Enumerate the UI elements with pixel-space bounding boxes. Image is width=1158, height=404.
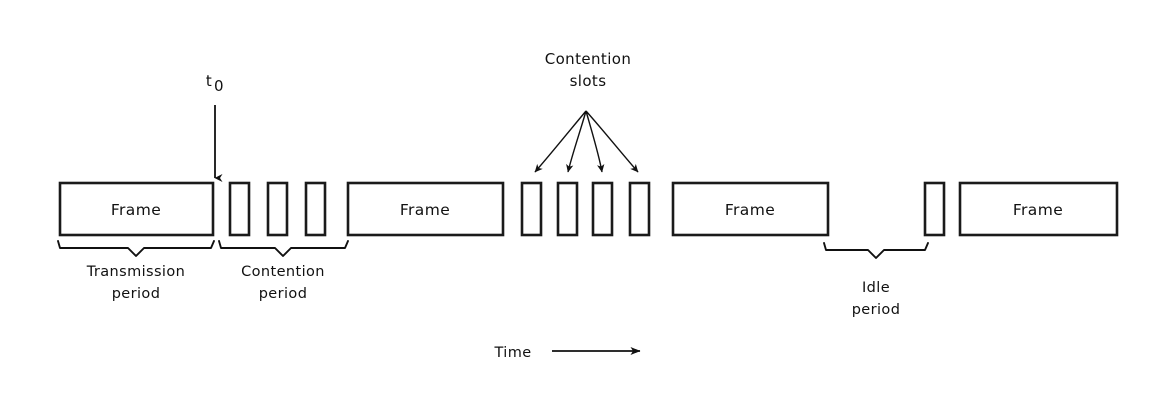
contention-slots-label-line2: slots bbox=[570, 72, 607, 90]
contention-slots-label-line1: Contention bbox=[545, 50, 632, 68]
transmission-period-label-line1: Transmission bbox=[86, 264, 185, 280]
frame-3-box bbox=[671, 181, 830, 237]
idle-period-annotation: Idle period bbox=[823, 242, 929, 318]
idle-period-label-line2: period bbox=[852, 302, 901, 318]
contention-period-2-slots bbox=[520, 181, 651, 237]
idle-period-brace bbox=[823, 242, 929, 259]
contention-period-brace bbox=[218, 240, 349, 257]
frame-3: Frame bbox=[671, 181, 830, 237]
frame-4: Frame bbox=[958, 181, 1119, 237]
contention-slot bbox=[520, 181, 543, 237]
contention-period-label-line1: Contention bbox=[241, 264, 325, 280]
contention-period-1-slots bbox=[228, 181, 327, 237]
frame-2-label: Frame bbox=[400, 201, 450, 219]
frame-3-label: Frame bbox=[725, 201, 775, 219]
contention-period-3-slots bbox=[923, 181, 946, 237]
contention-slots-arrow-3 bbox=[585, 110, 605, 173]
contention-period-label-line2: period bbox=[259, 286, 308, 302]
t0-subscript: 0 bbox=[214, 77, 224, 95]
frame-2-box bbox=[346, 181, 505, 237]
contention-slots-arrow-2 bbox=[566, 110, 587, 173]
transmission-period-label-line2: period bbox=[112, 286, 161, 302]
contention-slot bbox=[556, 181, 579, 237]
contention-slots-arrow-1 bbox=[534, 110, 587, 173]
frame-1: Frame bbox=[58, 181, 215, 237]
idle-period-label-line1: Idle bbox=[862, 280, 890, 296]
t0-marker: t 0 bbox=[206, 72, 224, 182]
frame-1-box bbox=[58, 181, 215, 237]
frame-4-box bbox=[958, 181, 1119, 237]
frame-4-label: Frame bbox=[1013, 201, 1063, 219]
contention-slot bbox=[923, 181, 946, 237]
frame-2: Frame bbox=[346, 181, 505, 237]
contention-slot bbox=[266, 181, 289, 237]
contention-period-annotation: Contention period bbox=[218, 240, 349, 302]
contention-slot bbox=[628, 181, 651, 237]
contention-slot bbox=[591, 181, 614, 237]
frame-1-label: Frame bbox=[111, 201, 161, 219]
time-axis: Time bbox=[493, 345, 641, 361]
t0-label: t bbox=[206, 72, 212, 90]
contention-slot bbox=[304, 181, 327, 237]
contention-slots-callout: Contention slots bbox=[534, 50, 639, 173]
contention-slots-arrow-4 bbox=[585, 110, 639, 173]
contention-slot bbox=[228, 181, 251, 237]
time-axis-label: Time bbox=[493, 345, 531, 361]
transmission-period-brace bbox=[57, 240, 215, 257]
transmission-period-annotation: Transmission period bbox=[57, 240, 215, 302]
